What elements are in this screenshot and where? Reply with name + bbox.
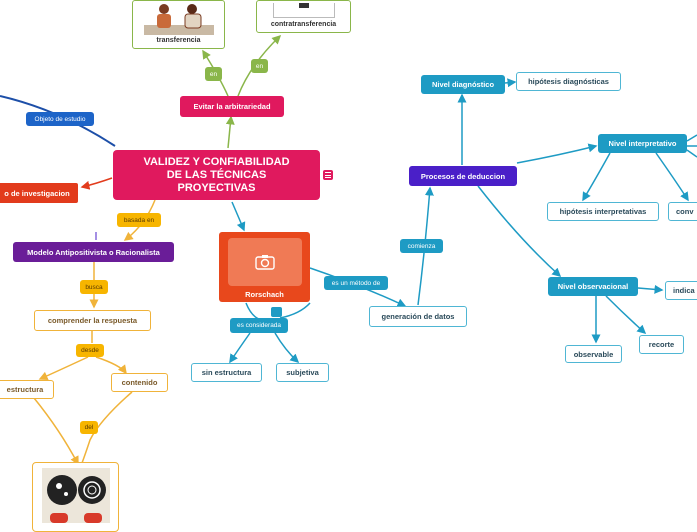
objeto-estudio-tag: Objeto de estudio	[26, 112, 94, 126]
transferencia-card[interactable]: transferencia	[132, 0, 225, 49]
estructura-node[interactable]: estructura	[0, 380, 54, 399]
nivel-interpretativo-node[interactable]: Nivel interpretativo	[598, 134, 687, 153]
busca-tag: busca	[80, 280, 108, 294]
figures-illustration-icon	[143, 4, 214, 35]
heads-illustration-icon	[41, 468, 110, 523]
basada-en-tag: basada en	[117, 213, 161, 227]
central-topic[interactable]: VALIDEZ Y CONFIABILIDAD DE LAS TÉCNICAS …	[113, 150, 320, 200]
comienza-tag: comienza	[400, 239, 443, 253]
sin-estructura-node[interactable]: sin estructura	[191, 363, 262, 382]
conv-label: conv	[676, 207, 694, 216]
contratransferencia-label: contratransferencia	[270, 21, 337, 28]
contenido-node[interactable]: contenido	[111, 373, 168, 392]
recorte-node[interactable]: recorte	[639, 335, 684, 354]
image-frame	[227, 238, 302, 286]
comprender-node[interactable]: comprender la respuesta	[34, 310, 151, 331]
image-placeholder-icon	[272, 3, 335, 18]
indica-node[interactable]: indica	[665, 281, 697, 300]
del-tag: del	[80, 421, 98, 434]
conv-node[interactable]: conv	[668, 202, 697, 221]
en-tag-right: en	[251, 59, 268, 73]
metodo-tag: es un método de	[324, 276, 388, 290]
transferencia-label: transferencia	[156, 37, 201, 44]
modelo-node[interactable]: Modelo Antipositivista o Racionalista	[13, 242, 174, 262]
central-title: VALIDEZ Y CONFIABILIDAD DE LAS TÉCNICAS …	[143, 155, 290, 194]
notes-icon[interactable]	[323, 170, 333, 180]
indica-label: indica	[673, 286, 695, 295]
evitar-node[interactable]: Evitar la arbitrariedad	[180, 96, 284, 117]
procesos-node[interactable]: Procesos de deduccion	[409, 166, 517, 186]
generacion-node[interactable]: generación de datos	[369, 306, 467, 327]
camera-icon	[254, 255, 275, 270]
nivel-observacional-node[interactable]: Nivel observacional	[548, 277, 638, 296]
nivel-diagnostico-node[interactable]: Nivel diagnóstico	[421, 75, 505, 94]
rorschach-connector-marker	[271, 307, 282, 317]
rorschach-card[interactable]: Rorschach	[219, 232, 310, 302]
contratransferencia-card[interactable]: contratransferencia	[256, 0, 351, 33]
desde-tag: desde	[76, 344, 104, 357]
hipotesis-interpretativas-node[interactable]: hipótesis interpretativas	[547, 202, 659, 221]
en-tag-left: en	[205, 67, 222, 81]
observable-node[interactable]: observable	[565, 345, 622, 363]
objeto-investigacion-node[interactable]: o de investigacion	[0, 183, 78, 203]
es-considerada-tag: es considerada	[230, 318, 288, 333]
subjetiva-node[interactable]: subjetiva	[276, 363, 329, 382]
head-illustration-card[interactable]	[32, 462, 119, 532]
hipotesis-diagnosticas-node[interactable]: hipótesis diagnósticas	[516, 72, 621, 91]
rorschach-label: Rorschach	[245, 290, 284, 299]
